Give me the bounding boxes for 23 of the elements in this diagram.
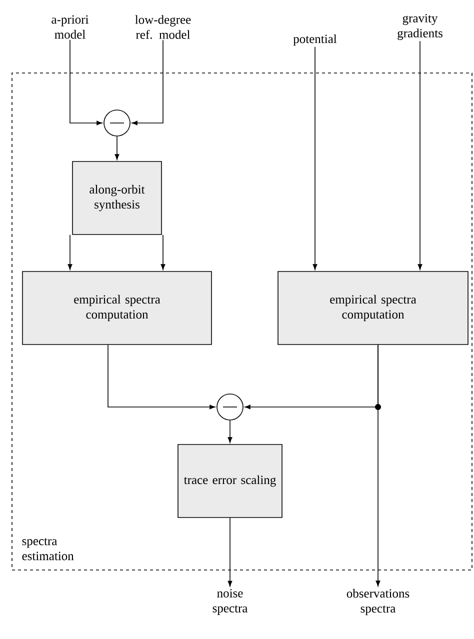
arrow (418, 40, 422, 270)
arrow (70, 40, 102, 126)
label-text: noise spectra (212, 589, 248, 615)
process-box: trace error scaling (178, 444, 282, 518)
process-box: empirical spectra computation (22, 271, 212, 345)
label-text: a-priori model (52, 15, 88, 39)
arrow (160, 234, 166, 270)
process-box: empirical spectra computation (278, 271, 468, 345)
minus-circle (216, 394, 244, 420)
label-text: low-degree ref. model (135, 15, 191, 39)
process-box: along-orbit synthesis (72, 161, 162, 235)
minus-circle (104, 110, 130, 136)
arrow (114, 136, 120, 160)
label-text: potential (293, 34, 337, 46)
arrow (108, 344, 216, 410)
arrow (132, 40, 164, 126)
arrow (312, 46, 318, 270)
arrow (68, 234, 72, 270)
arrow (228, 518, 232, 586)
arrow (228, 420, 232, 443)
label-text: observations spectra (346, 588, 410, 616)
label-text: gravity gradients (398, 14, 442, 40)
arrow (376, 344, 380, 586)
